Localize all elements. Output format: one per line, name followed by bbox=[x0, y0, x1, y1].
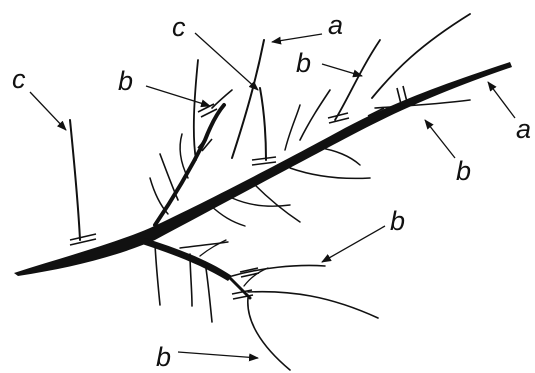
shoot-below-5 bbox=[232, 198, 290, 206]
shoot-right-1 bbox=[335, 40, 380, 120]
arrow-b-3 bbox=[425, 120, 455, 158]
arrow-b-1 bbox=[322, 64, 362, 76]
arrow-b-2 bbox=[146, 86, 210, 106]
main-limb bbox=[14, 62, 512, 276]
label-c-left: c bbox=[12, 64, 26, 94]
label-b-3: b bbox=[456, 156, 471, 186]
hang-shoot-5 bbox=[200, 240, 226, 256]
hang-shoot-1 bbox=[155, 244, 160, 305]
lower-tip-shoot-3 bbox=[248, 298, 290, 370]
lower-tip-shoot-2 bbox=[248, 292, 378, 318]
shoot-right-3 bbox=[300, 90, 330, 140]
label-b-5: b bbox=[156, 342, 171, 372]
arrow-a-right bbox=[488, 82, 515, 118]
shoot-below-3 bbox=[290, 168, 370, 178]
label-a-top: a bbox=[328, 10, 343, 40]
cut-mark-top bbox=[252, 157, 276, 165]
arrow-c-left bbox=[30, 92, 66, 130]
arrow-b-4 bbox=[322, 226, 385, 262]
label-b-1: b bbox=[296, 48, 311, 78]
label-b-2: b bbox=[118, 66, 133, 96]
arrow-b-5 bbox=[178, 352, 258, 358]
label-b-4: b bbox=[390, 206, 405, 236]
lower-limb-tip bbox=[230, 278, 250, 298]
shoot-below-4 bbox=[255, 185, 300, 222]
shoot-below-6 bbox=[210, 205, 245, 226]
shoot-below-2 bbox=[320, 148, 360, 165]
twig-side-1 bbox=[160, 154, 178, 200]
twig-upper-left bbox=[194, 60, 198, 160]
label-a-right: a bbox=[516, 114, 531, 144]
arrow-a-top bbox=[272, 34, 322, 42]
arrow-c-top bbox=[195, 33, 258, 90]
cut-shoot-left bbox=[70, 120, 80, 240]
shoot-top-a bbox=[232, 40, 264, 158]
label-c-top: c bbox=[172, 12, 186, 42]
shoot-right-4 bbox=[285, 105, 300, 150]
cut-shoot-top bbox=[260, 88, 266, 160]
cut-mark-left bbox=[70, 234, 96, 245]
